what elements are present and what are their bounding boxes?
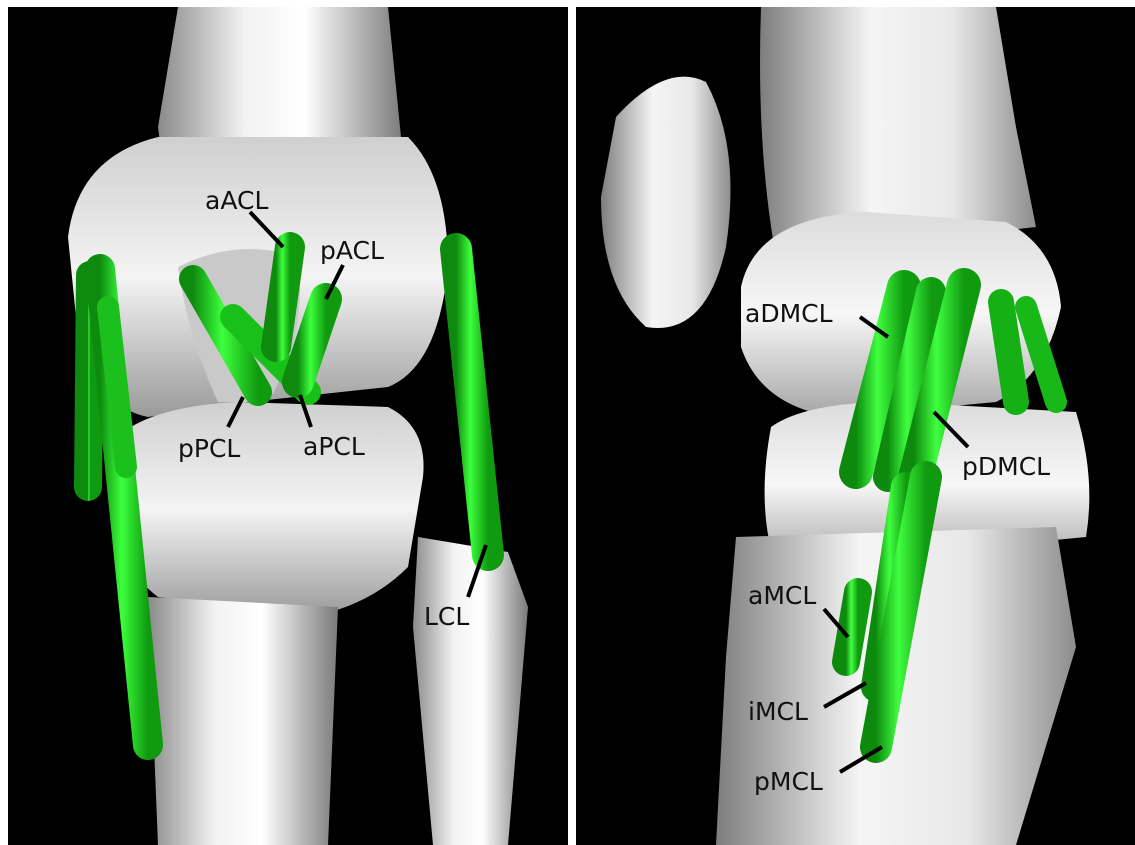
- aacl-ligament: [276, 247, 290, 347]
- label-apcl: aPCL: [303, 432, 365, 461]
- label-imcl: iMCL: [748, 697, 808, 726]
- amcl-ligament: [846, 592, 858, 662]
- label-lcl: LCL: [424, 602, 469, 631]
- patella: [601, 77, 731, 328]
- label-admcl: aDMCL: [745, 299, 833, 328]
- left-knee-view: aACL pACL pPCL aPCL LCL: [8, 7, 568, 845]
- right-knee-render: aDMCL pDMCL aMCL iMCL pMCL: [576, 7, 1135, 845]
- panel-divider: [568, 7, 576, 845]
- posterior-ligament-1: [1001, 302, 1016, 402]
- label-pacl: pACL: [320, 236, 384, 265]
- label-pdmcl: pDMCL: [962, 452, 1050, 481]
- label-aacl: aACL: [205, 186, 268, 215]
- fibula: [413, 537, 528, 845]
- label-pmcl: pMCL: [754, 767, 823, 796]
- left-knee-render: aACL pACL pPCL aPCL LCL: [8, 7, 568, 845]
- tibia-shaft: [148, 597, 338, 845]
- right-knee-view: aDMCL pDMCL aMCL iMCL pMCL: [576, 7, 1135, 845]
- tibia-plateau: [108, 402, 424, 617]
- lcl-ligament: [456, 249, 488, 555]
- label-amcl: aMCL: [748, 581, 816, 610]
- label-ppcl: pPCL: [178, 434, 240, 463]
